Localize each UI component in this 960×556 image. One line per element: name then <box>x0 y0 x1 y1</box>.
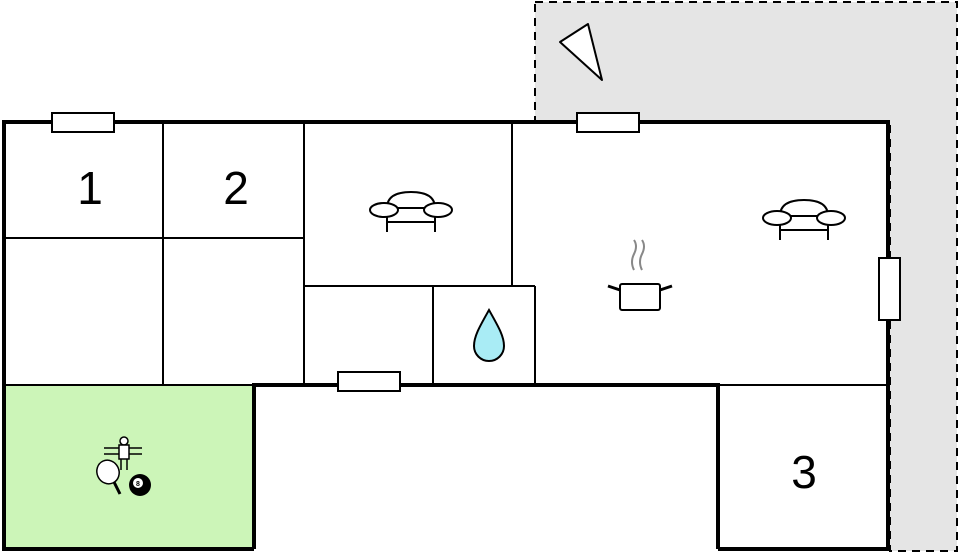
north-arrow-icon <box>559 23 603 81</box>
cooking-pot-icon <box>607 239 673 311</box>
outer-walls <box>2 120 890 551</box>
sofa-icon <box>369 190 453 232</box>
window <box>576 112 640 133</box>
svg-text:8: 8 <box>136 481 140 488</box>
window <box>878 257 901 321</box>
ping-pong-paddle-icon <box>96 459 122 495</box>
foosball-figure-icon <box>104 436 142 470</box>
window <box>337 371 401 392</box>
pool-ball-icon: 8 <box>129 474 151 496</box>
room-2-label: 2 <box>223 162 249 214</box>
window <box>51 112 115 133</box>
windows <box>51 112 901 392</box>
room-3-label: 3 <box>791 446 817 498</box>
games-icon: 8 <box>96 436 151 496</box>
games-room <box>4 385 252 549</box>
room-1-label: 1 <box>77 162 103 214</box>
water-drop-icon <box>472 307 506 362</box>
inner-walls <box>4 122 888 386</box>
sofa-icon <box>762 198 846 240</box>
